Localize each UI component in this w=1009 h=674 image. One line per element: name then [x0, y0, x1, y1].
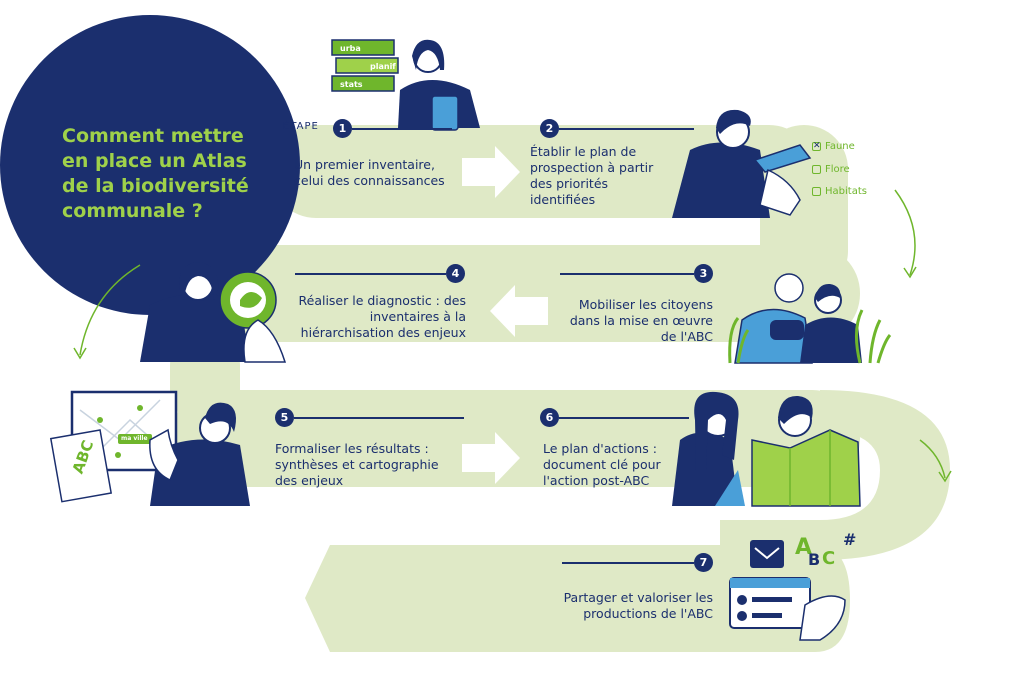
- map-label: ma ville: [121, 435, 148, 442]
- step-6-rule: [559, 417, 689, 419]
- illustration-books: [331, 39, 480, 131]
- step-5-rule: [294, 417, 464, 419]
- step-2-rule: [559, 128, 694, 130]
- checklist-habitats: Habitats: [812, 186, 867, 197]
- step-3-text: Mobiliser les citoyens dans la mise en œ…: [569, 297, 713, 344]
- book-label-stats: stats: [340, 80, 363, 89]
- etape-label: ÉTAPE: [283, 121, 319, 132]
- hashtag: #: [843, 530, 857, 549]
- step-3-number: 3: [694, 264, 713, 283]
- share-letter-a: A: [795, 535, 813, 560]
- step-3-rule: [560, 273, 694, 275]
- book-label-urba: urba: [340, 44, 361, 53]
- curve-arrows: [73, 189, 952, 483]
- step-1-number: 1: [333, 119, 352, 138]
- step-7-text: Partager et valoriser les productions de…: [563, 590, 713, 621]
- step-6-text: Le plan d'actions : document clé pour l'…: [543, 441, 661, 488]
- share-letter-c: C: [822, 548, 836, 569]
- step-6-number: 6: [540, 408, 559, 427]
- share-letter-b: B: [808, 550, 821, 569]
- arrow-right-5: [462, 432, 520, 484]
- checklist-flore: Flore: [812, 164, 850, 175]
- step-5-number: 5: [275, 408, 294, 427]
- arrow-right-1: [462, 146, 520, 198]
- step-4-text: Réaliser le diagnostic : des inventaires…: [298, 293, 467, 340]
- step-5-text: Formaliser les résultats : synthèses et …: [275, 441, 439, 488]
- step-1-text: Un premier inventaire, celui des connais…: [294, 157, 445, 188]
- step-4-number: 4: [446, 264, 465, 283]
- step-2-text: Établir le plan de prospection à partir …: [530, 144, 654, 207]
- page-title: Comment mettre en place un Atlas de la b…: [62, 125, 249, 222]
- illustration-map: [49, 390, 250, 506]
- illustration-diagnostic: [140, 262, 287, 363]
- step-2-number: 2: [540, 119, 559, 138]
- winding-path: [170, 125, 950, 652]
- illustration-plan: [672, 391, 861, 507]
- step-4-rule: [295, 273, 446, 275]
- step-7-number: 7: [694, 553, 713, 572]
- checkbox: [812, 165, 821, 174]
- illustration-share: [729, 540, 846, 641]
- checkbox-checked: ✕: [812, 141, 821, 151]
- flow-arrows: [462, 146, 548, 484]
- step-1-rule: [352, 128, 452, 130]
- illustration-citizens: [728, 273, 892, 364]
- step-7-rule: [562, 562, 694, 564]
- illustration-binoculars: [672, 109, 812, 218]
- checklist-faune: ✕Faune: [812, 141, 855, 152]
- title-circle: [0, 15, 300, 315]
- checkbox: [812, 187, 821, 196]
- book-label-planif: planif: [370, 62, 396, 71]
- arrow-left-4: [490, 285, 548, 337]
